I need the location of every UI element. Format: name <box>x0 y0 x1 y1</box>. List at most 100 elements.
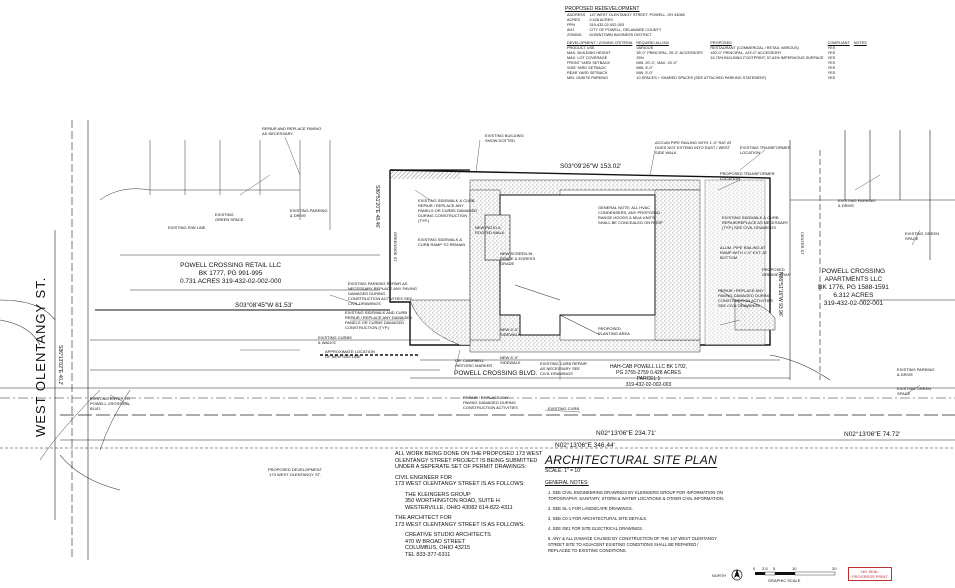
stamp-line: NO SEAL <box>861 569 879 574</box>
callout-pipe-railing: ACCUM PIPE RAILING WITH 1'-0" RAT AT DOE… <box>655 140 732 155</box>
seal-stamp: NO SEAL PROGRESS PRINT <box>848 567 892 581</box>
callout-existing-curb: EXISTING CURB <box>548 406 580 411</box>
general-notes-heading: GENERAL NOTES: <box>545 480 589 486</box>
powell-crossing-blvd-label: POWELL CROSSING BLVD. <box>454 370 538 377</box>
zoning-criteria-table: DEVELOPMENT / ZONING CRITERIA REQUIRE/ A… <box>565 41 869 81</box>
zoning-cell: MIN. ONSITE PARKING <box>567 76 609 80</box>
west-olentangy-street-label: WEST OLENTANGY ST. <box>33 276 48 437</box>
callout-curb-ramp: EXISTING SIDEWALK & CURB RAMP TO REMAIN <box>418 237 466 247</box>
callout-repair-paving-right: REPAIR / REPLACE ANY PAVING DAMAGED DURI… <box>718 288 773 308</box>
callout-curb-repair: EXISTING CURB REPAIR AS NECESSARY SEE CI… <box>540 361 587 376</box>
plan-title: ARCHITECTURAL SITE PLAN <box>545 453 718 468</box>
zoning-cell: YES <box>827 61 836 65</box>
general-note-line: 3. SEE C0-1 FOR ARCHITECTURAL SITE DETAI… <box>548 516 648 521</box>
zoning-cell: MIN. 5'-0" <box>636 71 653 75</box>
bearing-bottom-mid: N02°13'06"E 234.71' <box>596 430 656 437</box>
architect-firm-line: COLUMBUS, OHIO 43215 <box>405 545 471 551</box>
civil-heading-line: CIVIL ENGINEER FOR <box>395 474 452 481</box>
zoning-row: MIN. ONSITE PARKING 10 SPACES + SHARED SP… <box>565 76 869 81</box>
greenside-street-label: GREENSIDE ST <box>393 232 398 262</box>
zoning-cell: 10 SPACES + SHARED SPACES (SEE ATTACHED … <box>636 76 767 80</box>
architect-heading-line: 173 WEST OLENTANGY STREET IS AS FOLLOWS: <box>395 521 525 528</box>
architect-firm-line: TEL 833-377-6311 <box>405 551 451 558</box>
callout-parking-drive-right: EXISTING PARKING & DRIVE <box>838 198 876 208</box>
civil-intro-line: OLENTANGY STREET PROJECT IS BEING SUBMIT… <box>395 457 538 464</box>
zoning-header: COMPLIANT <box>827 41 850 45</box>
general-note-line: STREET SITE TO ADJACENT EXISTING CONDITI… <box>548 542 699 547</box>
summary-key: AHJ <box>567 28 575 32</box>
summary-key: ZONING <box>567 33 582 37</box>
bearing-mid-left: S03°08'45"W 81.53' <box>235 302 293 309</box>
callout-new-sidewalk-upper: NEW 6'-0" SIDEWALK <box>500 327 521 337</box>
summary-value: 0.428 ACRES <box>589 18 613 22</box>
bearing-bottom-right: N02°13'06"E 74.72' <box>844 431 901 438</box>
zoning-cell: YES <box>827 66 836 70</box>
architect-heading-line: THE ARCHITECT FOR <box>395 515 452 521</box>
graphic-scale-bar <box>755 571 836 576</box>
general-note-line: TOPOGRAPHY, SANITARY, STORM & WATER LOCA… <box>548 496 725 501</box>
zoning-header-row: DEVELOPMENT / ZONING CRITERIA REQUIRE/ A… <box>565 41 869 46</box>
proposed-dev-line: PROPOSED DEVELOPMENT <box>268 467 323 472</box>
zoning-cell: YES <box>827 76 836 80</box>
civil-heading-line: 173 WEST OLENTANGY STREET IS AS FOLLOWS: <box>395 481 525 487</box>
summary-value: 319-432-02-002-003 <box>589 23 624 27</box>
parcel-owner: POWELL CROSSING <box>821 268 886 275</box>
callout-curbs-walks: EXISTING CURBS & WALKS <box>318 335 352 345</box>
callout-parking-drive-left: EXISTING PARKING & DRIVE <box>290 208 328 218</box>
right-side-lines <box>769 130 955 381</box>
general-note-line: REPLACED TO EXISTING CONDITIONS. <box>548 548 627 553</box>
zoning-cell: 25% <box>636 56 644 60</box>
civil-firm-line: THE KLEINGERS GROUP <box>405 491 471 498</box>
west-edge-lines <box>0 120 121 560</box>
zoning-cell: YES <box>827 51 836 55</box>
bearing-far-left-vert: S86°13'02"E 40.2' <box>57 345 63 386</box>
callout-existing-transformer: EXISTING TRANSFORMER LOCATION <box>740 145 791 155</box>
stamp-line: PROGRESS PRINT <box>852 574 888 579</box>
zoning-cell: MAX. LOT COVERAGE <box>567 56 608 60</box>
zoning-cell: SIDE YARD SETBACK <box>567 66 606 70</box>
parcel-number: PARCEL 1 <box>636 376 661 382</box>
callout-green-space-left: EXISTING GREEN SPACE <box>215 212 244 222</box>
callout-planting-area: PROPOSED PLANTING AREA <box>598 326 630 336</box>
parcel-book: PG 2755-2759 0.428 ACRES <box>616 370 681 376</box>
zoning-cell: MAX. BUILDING HEIGHT <box>567 51 611 55</box>
scale-tick: 10 <box>792 566 797 571</box>
general-note-line: 4. SEE ΘE1 FOR SITE ELECTRICAL DRAWINGS. <box>548 526 644 531</box>
callout-green-space-right: EXISTING GREEN SPACE <box>905 231 940 241</box>
proposed-dev-address: 173 WEST OLENTANGY ST. <box>269 472 321 477</box>
parcel-ppn: 319-432-02-002-001 <box>823 300 884 307</box>
callout-alum-railing: ALUM. PIPE RAILING AT RAMP WITH 1'-0" EX… <box>720 245 768 260</box>
top-hatch-strip <box>390 171 460 179</box>
zoning-cell: RESTAURANT (COMMERCIAL / RETAIL VARIOUS) <box>710 46 799 50</box>
general-notes-list: 1. SEE CIVIL ENGINEERING DRAWINGS BY KLE… <box>548 490 724 554</box>
summary-value: CITY OF POWELL, DELAWARE COUNTY <box>589 28 662 32</box>
zoning-header: NOTES <box>853 41 867 45</box>
callout-sidewalk-curb-right: EXISTING SIDEWALK & CURB REPAIR/REPLACE … <box>722 215 789 230</box>
zoning-cell: PRODUCT USE <box>567 46 595 50</box>
project-info-heading: PROPOSED REDEVELOPMENT <box>565 6 640 12</box>
zoning-cell: VARIOUS <box>636 46 654 50</box>
zoning-cell: MIN. 20'-0", MAX. 25'-0" <box>636 61 678 65</box>
powell-crossing-blvd <box>410 359 790 379</box>
scale-tick: 0 <box>753 566 756 571</box>
summary-row: ACRES 0.428 ACRES <box>565 18 687 23</box>
civil-info-block: ALL WORK BEING DONE ON THE PROPOSED 173 … <box>395 451 542 558</box>
civil-firm-line: 350 WORTHINGTON ROAD, SUITE H <box>405 498 500 504</box>
parcel-ppn: 319-432-02-002-003 <box>625 382 672 388</box>
building-footprint <box>484 194 656 336</box>
summary-key: ADDRESS <box>567 13 586 17</box>
summary-value: 147 WEST OLENTANGY STREET, POWELL, OH 43… <box>589 13 685 17</box>
summary-key: ACRES <box>567 18 581 22</box>
callout-screen-fence: NEW SCREEN-IN FENCE & EGRESS GRADE <box>500 251 536 266</box>
center-street-label: CENTER ST <box>800 232 805 255</box>
callout-rw-line: EXISTING R/W LINE <box>168 225 206 230</box>
graphic-scale-label: GRAPHIC SCALE <box>768 578 801 583</box>
bearing-left-vert: S86°51'20"E 48.46' <box>374 185 380 228</box>
